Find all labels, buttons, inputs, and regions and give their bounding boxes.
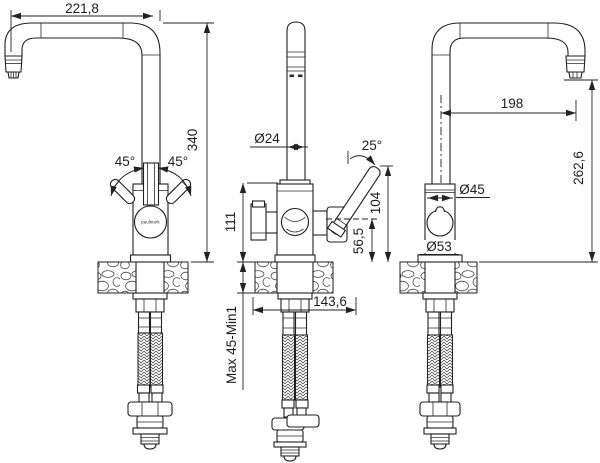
hex-nut-front (127, 401, 173, 417)
dim-lever-angle: 25° (347, 138, 382, 166)
dim-body-height: 111 (223, 182, 278, 262)
dim-label-base-diameter: Ø53 (426, 239, 452, 254)
dim-mounting-thickness: Max 45-Min1 (224, 261, 256, 390)
base-flange-front (129, 254, 172, 263)
dim-body-diameter: Ø45 (427, 182, 490, 202)
countertop-side (254, 261, 334, 294)
dim-label-mounting-thickness: Max 45-Min1 (224, 306, 239, 384)
dim-label-spout-projection: 198 (501, 96, 524, 111)
countertop-front (97, 261, 189, 294)
handle-right (165, 178, 192, 205)
dim-body-depth: 143,6 (252, 294, 357, 315)
spout-tube (4, 22, 161, 184)
dim-pipe-diameter: Ø24 (250, 131, 308, 151)
dim-label-pipe-diameter: Ø24 (254, 131, 280, 146)
dim-spout-projection: 198 (441, 96, 577, 121)
dim-label-angle-right: 45° (168, 154, 188, 169)
lever-handle (326, 166, 381, 238)
dim-label-lever-angle: 25° (362, 138, 382, 153)
countertop-back (399, 261, 478, 294)
side-outlet-spout (250, 200, 278, 241)
dim-spout-outlet-height: 262,6 (479, 79, 598, 263)
outlet-slot (298, 74, 303, 78)
spout-pipe-side (286, 21, 306, 184)
supply-hoses-back (419, 292, 461, 450)
front-view: paulmark (4, 22, 192, 450)
brand-medallion: paulmark (133, 205, 168, 239)
spout-aerator-tip (4, 55, 23, 79)
handle-knob-back (426, 209, 454, 237)
dim-lever-height: 104 (368, 165, 393, 262)
outlet-slot (289, 74, 294, 78)
dim-label-angle-left: 45° (115, 154, 135, 169)
dim-pivot-height: 56,5 (326, 218, 380, 262)
dim-label-body-diameter: Ø45 (459, 182, 485, 197)
dim-spout-reach: 221,8 (10, 1, 161, 52)
hex-nut-side (286, 414, 320, 428)
dim-label-lever-height: 104 (368, 191, 383, 214)
brand-logo-text: paulmark (141, 220, 160, 225)
dim-base-diameter: Ø53 (419, 239, 459, 255)
supply-hoses-front (127, 292, 173, 450)
dim-label-spout-reach: 221,8 (65, 1, 99, 16)
hex-nut-back (419, 401, 461, 417)
lever-joint (280, 206, 348, 243)
spout-aerator-tip-back (565, 55, 586, 79)
dim-total-height: 340 (163, 22, 214, 263)
supply-hoses-side (271, 292, 320, 462)
handle-stem-center (142, 162, 160, 206)
dim-handle-angles: 45° 45° (110, 154, 192, 197)
dim-label-body-depth: 143,6 (313, 294, 347, 309)
base-flange-side (274, 254, 316, 263)
dim-label-body-height: 111 (223, 212, 238, 233)
knob-notch (435, 206, 445, 213)
dim-label-spout-outlet-height: 262,6 (571, 151, 586, 185)
base-flange-back (417, 254, 463, 263)
back-view (399, 22, 586, 450)
dim-label-total-height: 340 (185, 129, 200, 152)
dim-label-pivot-height: 56,5 (351, 228, 366, 254)
